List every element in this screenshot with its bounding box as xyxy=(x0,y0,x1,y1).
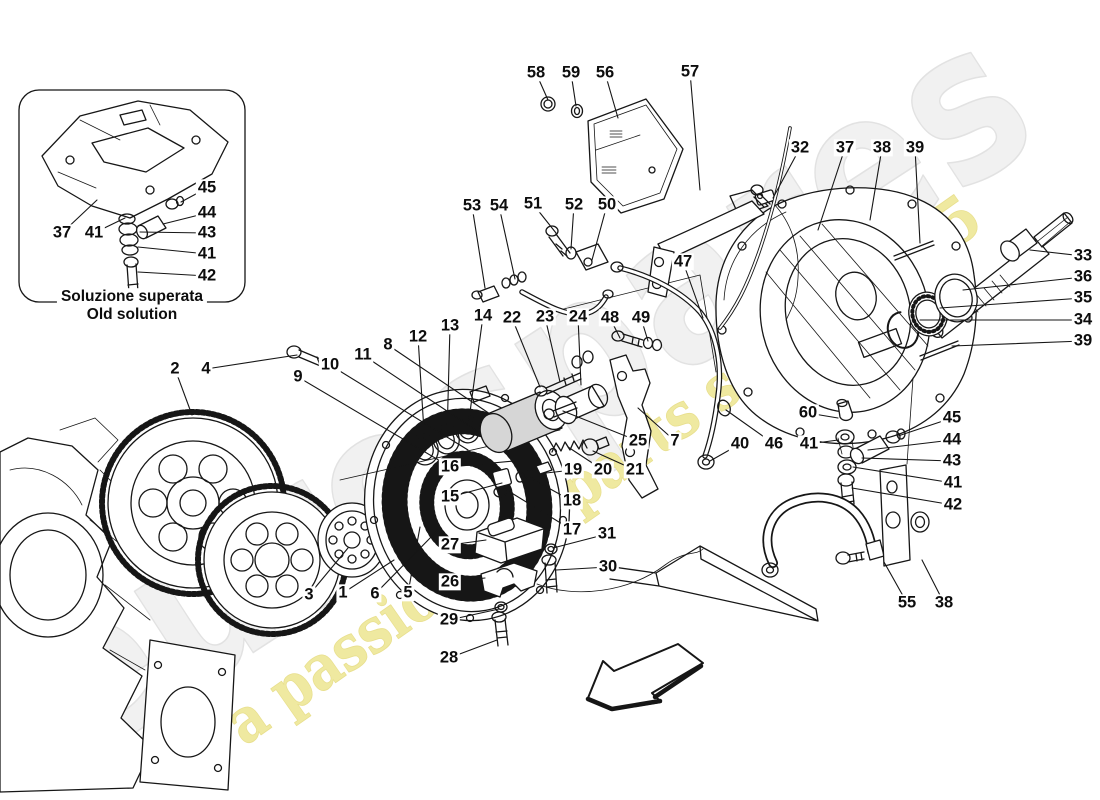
part-number-17: 17 xyxy=(560,520,584,539)
direction-arrow xyxy=(585,643,704,712)
part-number-11: 11 xyxy=(352,345,374,364)
part-number-50: 50 xyxy=(595,195,619,214)
part-number-36: 36 xyxy=(1071,267,1095,286)
part-number-37: 37 xyxy=(50,223,74,242)
part-number-41: 41 xyxy=(797,434,821,453)
part-number-44: 44 xyxy=(940,430,964,449)
part-number-60: 60 xyxy=(796,403,820,422)
heat-shield xyxy=(587,98,684,214)
part-number-55: 55 xyxy=(895,593,919,612)
reservoir-and-clamp xyxy=(474,517,704,647)
part-number-57: 57 xyxy=(678,62,702,81)
part-number-6: 6 xyxy=(368,584,382,603)
part-number-46: 46 xyxy=(762,434,786,453)
part-number-41: 41 xyxy=(82,223,106,242)
part-number-42: 42 xyxy=(941,495,965,514)
inset-caption: Soluzione superata Old solution xyxy=(56,288,208,324)
part-number-32: 32 xyxy=(788,138,812,157)
inset-caption-line2: Old solution xyxy=(86,306,178,323)
part-number-48: 48 xyxy=(598,308,622,327)
part-number-20: 20 xyxy=(591,460,615,479)
part-number-5: 5 xyxy=(401,583,415,602)
part-number-47: 47 xyxy=(671,252,695,271)
part-number-44: 44 xyxy=(195,203,219,222)
part-number-18: 18 xyxy=(560,491,584,510)
part-number-45: 45 xyxy=(940,408,964,427)
part-number-38: 38 xyxy=(932,593,956,612)
part-number-24: 24 xyxy=(566,307,590,326)
part-number-54: 54 xyxy=(487,196,511,215)
part-number-43: 43 xyxy=(195,223,219,242)
part-number-7: 7 xyxy=(668,431,682,450)
leader-lines xyxy=(61,71,1084,659)
engine-block xyxy=(0,417,236,793)
inset-old-solution xyxy=(18,89,246,303)
part-number-42: 42 xyxy=(195,266,219,285)
flywheel-bolt xyxy=(286,345,331,371)
part-number-22: 22 xyxy=(500,308,524,327)
part-number-3: 3 xyxy=(302,585,316,604)
bleed-fittings xyxy=(492,449,553,498)
part-number-51: 51 xyxy=(521,194,545,213)
clutch-hose xyxy=(761,464,930,578)
part-number-45: 45 xyxy=(195,178,219,197)
part-number-59: 59 xyxy=(559,63,583,82)
part-number-31: 31 xyxy=(595,524,619,543)
part-number-2: 2 xyxy=(168,359,182,378)
part-number-25: 25 xyxy=(626,431,650,450)
part-number-41: 41 xyxy=(195,244,219,263)
part-number-35: 35 xyxy=(1071,288,1095,307)
part-number-29: 29 xyxy=(437,610,461,629)
inset-caption-line1: Soluzione superata xyxy=(60,288,204,306)
part-number-38: 38 xyxy=(870,138,894,157)
part-number-10: 10 xyxy=(318,355,342,374)
shield-nut-washer xyxy=(540,96,584,119)
part-number-8: 8 xyxy=(381,335,395,354)
part-number-4: 4 xyxy=(199,359,213,378)
part-number-15: 15 xyxy=(438,487,462,506)
part-number-30: 30 xyxy=(596,557,620,576)
part-number-13: 13 xyxy=(438,316,462,335)
panel-edge xyxy=(605,545,819,622)
part-number-53: 53 xyxy=(460,196,484,215)
part-number-58: 58 xyxy=(524,63,548,82)
part-number-33: 33 xyxy=(1071,246,1095,265)
part-number-21: 21 xyxy=(623,460,647,479)
exploded-view-art xyxy=(0,89,1074,793)
part-number-56: 56 xyxy=(593,63,617,82)
part-number-52: 52 xyxy=(562,195,586,214)
part-number-28: 28 xyxy=(437,648,461,667)
part-number-39: 39 xyxy=(1071,331,1095,350)
hydraulic-pipes xyxy=(471,126,792,470)
part-number-27: 27 xyxy=(438,535,462,554)
part-number-49: 49 xyxy=(629,308,653,327)
part-number-43: 43 xyxy=(940,451,964,470)
part-number-41: 41 xyxy=(941,473,965,492)
part-number-40: 40 xyxy=(728,434,752,453)
part-number-12: 12 xyxy=(406,327,430,346)
part-number-34: 34 xyxy=(1071,310,1095,329)
part-number-19: 19 xyxy=(561,460,585,479)
part-number-39: 39 xyxy=(903,138,927,157)
part-number-9: 9 xyxy=(291,367,305,386)
part-number-16: 16 xyxy=(438,457,462,476)
part-number-1: 1 xyxy=(336,583,350,602)
part-number-26: 26 xyxy=(438,572,462,591)
part-number-37: 37 xyxy=(833,138,857,157)
fork-fasteners xyxy=(534,350,610,456)
shaft-bearing-set xyxy=(886,240,978,361)
part-number-14: 14 xyxy=(471,306,495,325)
part-number-23: 23 xyxy=(533,307,557,326)
